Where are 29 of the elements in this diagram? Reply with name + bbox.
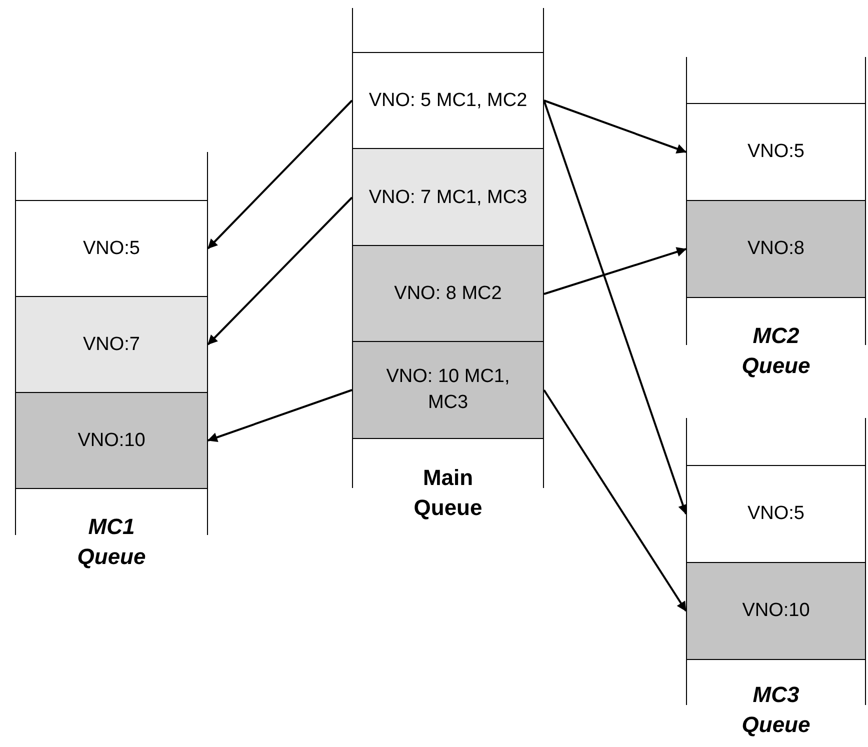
entry-label: VNO:7	[82, 332, 142, 356]
entry-label: VNO: 5 MC1, MC2	[368, 88, 528, 112]
entry-label: VNO:8	[746, 237, 806, 261]
entry-label: VNO: 7 MC1, MC3	[368, 186, 528, 210]
entry-label: VNO:10	[76, 428, 146, 452]
queue-entry	[687, 200, 865, 298]
queue-label: MC3 Queue	[740, 681, 812, 739]
arrow	[207, 196, 353, 346]
queue-entry	[353, 148, 543, 247]
queue-label: MC1 Queue	[76, 513, 147, 571]
arrow	[544, 100, 687, 154]
queue-entry	[16, 392, 207, 489]
entry-label: VNO: 8 MC2	[393, 282, 503, 306]
entry-label: VNO: 10 MC1, MC3	[385, 365, 511, 415]
queue-entry	[16, 296, 207, 393]
entry-label: VNO:5	[746, 502, 806, 526]
queue-entry	[353, 341, 543, 439]
arrow	[544, 247, 687, 295]
queue-entry	[687, 562, 865, 660]
queue-label: Main Queue	[412, 464, 484, 522]
queue-label: MC2 Queue	[740, 322, 812, 380]
entry-label: VNO:5	[746, 140, 806, 164]
arrow	[543, 389, 687, 612]
arrow	[207, 100, 353, 250]
entry-label: VNO:5	[82, 236, 142, 260]
arrow	[207, 389, 352, 442]
entry-label: VNO:10	[741, 599, 811, 623]
queue-entry	[353, 245, 543, 343]
arrow	[543, 100, 688, 515]
